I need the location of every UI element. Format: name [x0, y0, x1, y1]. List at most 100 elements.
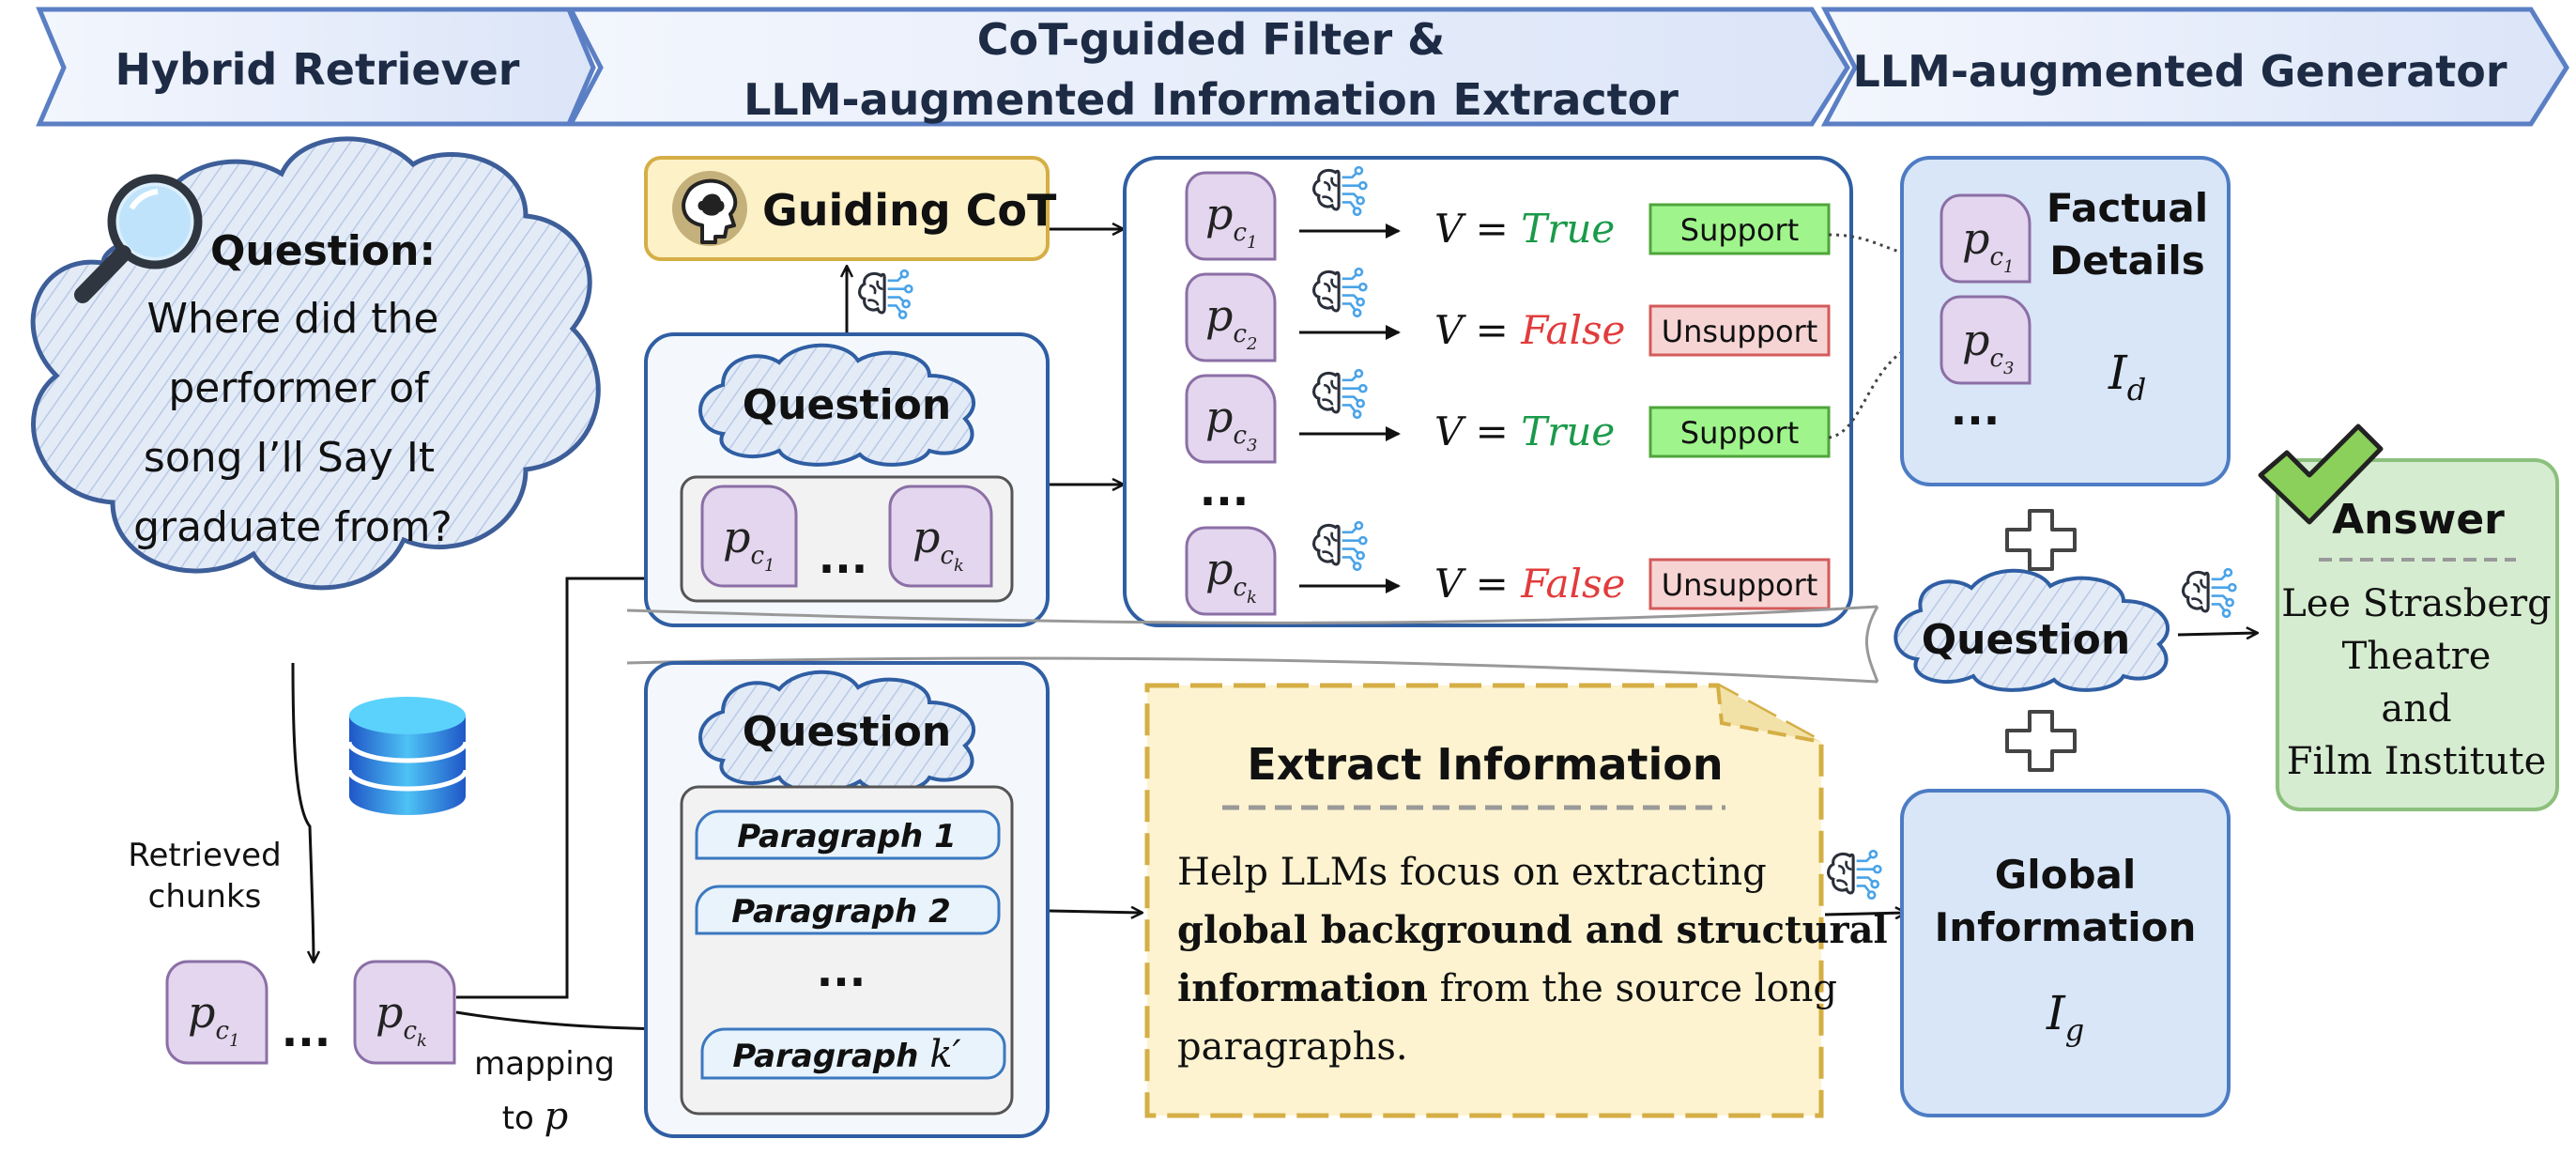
chunk-token: pc1: [700, 485, 798, 588]
header-filter-label-line1: CoT-guided Filter &: [977, 14, 1446, 65]
answer-title: Answer: [2332, 496, 2505, 544]
filter-row: pck V = False Unsupport: [1185, 520, 1831, 616]
brain-circuit-icon: [2181, 567, 2237, 618]
factual-var: I: [2108, 346, 2128, 400]
brain-circuit-icon: [1826, 849, 1882, 900]
global-information-box: Global Information Ig: [1900, 789, 2231, 1117]
extract-information-note: Extract Information Help LLMs focus on e…: [1144, 683, 1888, 1118]
paragraph-label: Paragraph 2: [731, 893, 950, 931]
question-cloud-small: [698, 670, 976, 793]
plus-icon: [2007, 511, 2075, 569]
svg-text:information from the source lo: information from the source long: [1177, 966, 1837, 1010]
head-icon: [672, 171, 747, 246]
chunk-token: pc1: [1185, 171, 1277, 261]
magnifier-icon: [74, 174, 203, 303]
retrieved-ellipsis: ...: [282, 1006, 330, 1056]
header-bar: Hybrid Retriever CoT-guided Filter & LLM…: [36, 7, 2569, 127]
support-badge: [1648, 406, 1831, 458]
svg-text:V = False: V = False: [1434, 561, 1625, 607]
svg-text:pc1: pc1: [723, 512, 774, 576]
retrieved-chunks-label-line2: chunks: [148, 878, 262, 916]
question-paragraphs-box: Question Paragraph 1 Paragraph 2 ... Par…: [644, 661, 1050, 1138]
support-connector-1: [1828, 233, 1939, 261]
filter-row: pc1 V = True Support: [1185, 165, 1831, 261]
badge-label: Support: [1680, 415, 1800, 451]
question-cloud-right: [1894, 568, 2170, 692]
svg-text:V = False: V = False: [1434, 307, 1625, 353]
header-filter-chevron: [566, 7, 1850, 127]
question-label: Question: [743, 381, 951, 429]
extract-to-global-arrow: [1824, 913, 1906, 915]
extract-text-line1: Help LLMs focus on extracting: [1177, 851, 1767, 894]
chunk-token: pc3: [1940, 295, 2032, 385]
question-cloud-colon: :: [419, 227, 436, 275]
paragraphs-to-extract-arrow: [1049, 911, 1142, 913]
question-cloud-title: Question: [210, 227, 419, 275]
svg-text:pc1: pc1: [1205, 189, 1257, 253]
v-prefix: V =: [1434, 206, 1521, 252]
svg-text:pck: pck: [912, 512, 964, 576]
chunk-token: pc1: [1940, 193, 2032, 284]
paragraph-var: k′: [929, 1033, 960, 1076]
mapping-var: p: [544, 1095, 569, 1138]
question-to-answer-arrow: [2177, 633, 2257, 635]
v-value: False: [1520, 307, 1625, 353]
paragraph-label: Paragraph: [732, 1038, 929, 1075]
v-prefix: V =: [1434, 307, 1521, 353]
extract-text-line3-bold: information: [1177, 966, 1428, 1010]
badge-label: Support: [1680, 212, 1800, 248]
question-cloud: Question: Where did the performer of son…: [30, 136, 601, 591]
retrieved-chunk-k: pck: [353, 960, 456, 1065]
extract-text-line4: paragraphs.: [1177, 1025, 1408, 1069]
global-var: I: [2046, 986, 2066, 1040]
chunks-to-filter-arrow: [456, 578, 676, 999]
unsupport-badge: [1648, 558, 1831, 610]
svg-text:pck: pck: [376, 987, 427, 1051]
separator-line: [626, 605, 1879, 684]
svg-text:to p: to p: [502, 1095, 569, 1138]
checkmark-icon: [2258, 424, 2384, 525]
svg-text:pc1: pc1: [1962, 213, 2014, 277]
question-text-line2: performer of: [168, 364, 430, 412]
filter-results-box: [1123, 156, 1853, 627]
mapping-label-line2: to: [502, 1100, 544, 1137]
paragraph-pill-2: Paragraph 2: [695, 885, 1001, 935]
svg-text:V = True: V = True: [1434, 408, 1615, 454]
retrieval-arrow: [291, 662, 314, 962]
plus-icon: [2007, 712, 2075, 770]
global-title-line1: Global: [1995, 852, 2137, 898]
filter-ellipsis: ...: [1200, 465, 1249, 516]
svg-text:Id: Id: [2108, 346, 2146, 408]
svg-text:Paragraph k′: Paragraph k′: [732, 1033, 960, 1076]
svg-text:Question:: Question:: [210, 227, 436, 275]
question-label: Question: [743, 708, 951, 756]
paragraphs-ellipsis: ...: [817, 946, 866, 996]
question-text-line3: song I’ll Say It: [144, 434, 435, 482]
answer-line4: Film Institute: [2287, 740, 2547, 783]
factual-ellipsis: ...: [1951, 384, 2000, 435]
extract-text-line2: global background and structural: [1177, 908, 1888, 952]
paragraph-label: Paragraph 1: [737, 818, 956, 855]
badge-label: Unsupport: [1662, 567, 1818, 603]
v-value: True: [1521, 408, 1615, 454]
mapping-label-line1: mapping: [474, 1045, 615, 1083]
chunk-token: pck: [1185, 526, 1277, 616]
question-text-line4: graduate from?: [133, 503, 452, 551]
answer-line3: and: [2381, 687, 2451, 731]
header-generator-label: LLM-augmented Generator: [1852, 46, 2507, 97]
paragraph-pill-1: Paragraph 1: [695, 809, 1001, 860]
question-chunks-box: Question pc1 ... pck: [644, 332, 1050, 627]
retrieved-chunks-label-line1: Retrieved: [128, 837, 281, 874]
answer-line1: Lee Strasberg: [2281, 582, 2552, 625]
v-value: True: [1521, 206, 1615, 252]
answer-line2: Theatre: [2342, 635, 2492, 678]
header-filter-label-line2: LLM-augmented Information Extractor: [744, 74, 1679, 125]
svg-text:Ig: Ig: [2046, 986, 2084, 1048]
database-icon: [346, 697, 468, 815]
svg-text:pc3: pc3: [1205, 392, 1257, 455]
retrieved-chunk-1: pc1: [165, 960, 268, 1065]
v-prefix: V =: [1434, 408, 1521, 454]
chunk-token: pck: [888, 485, 993, 588]
